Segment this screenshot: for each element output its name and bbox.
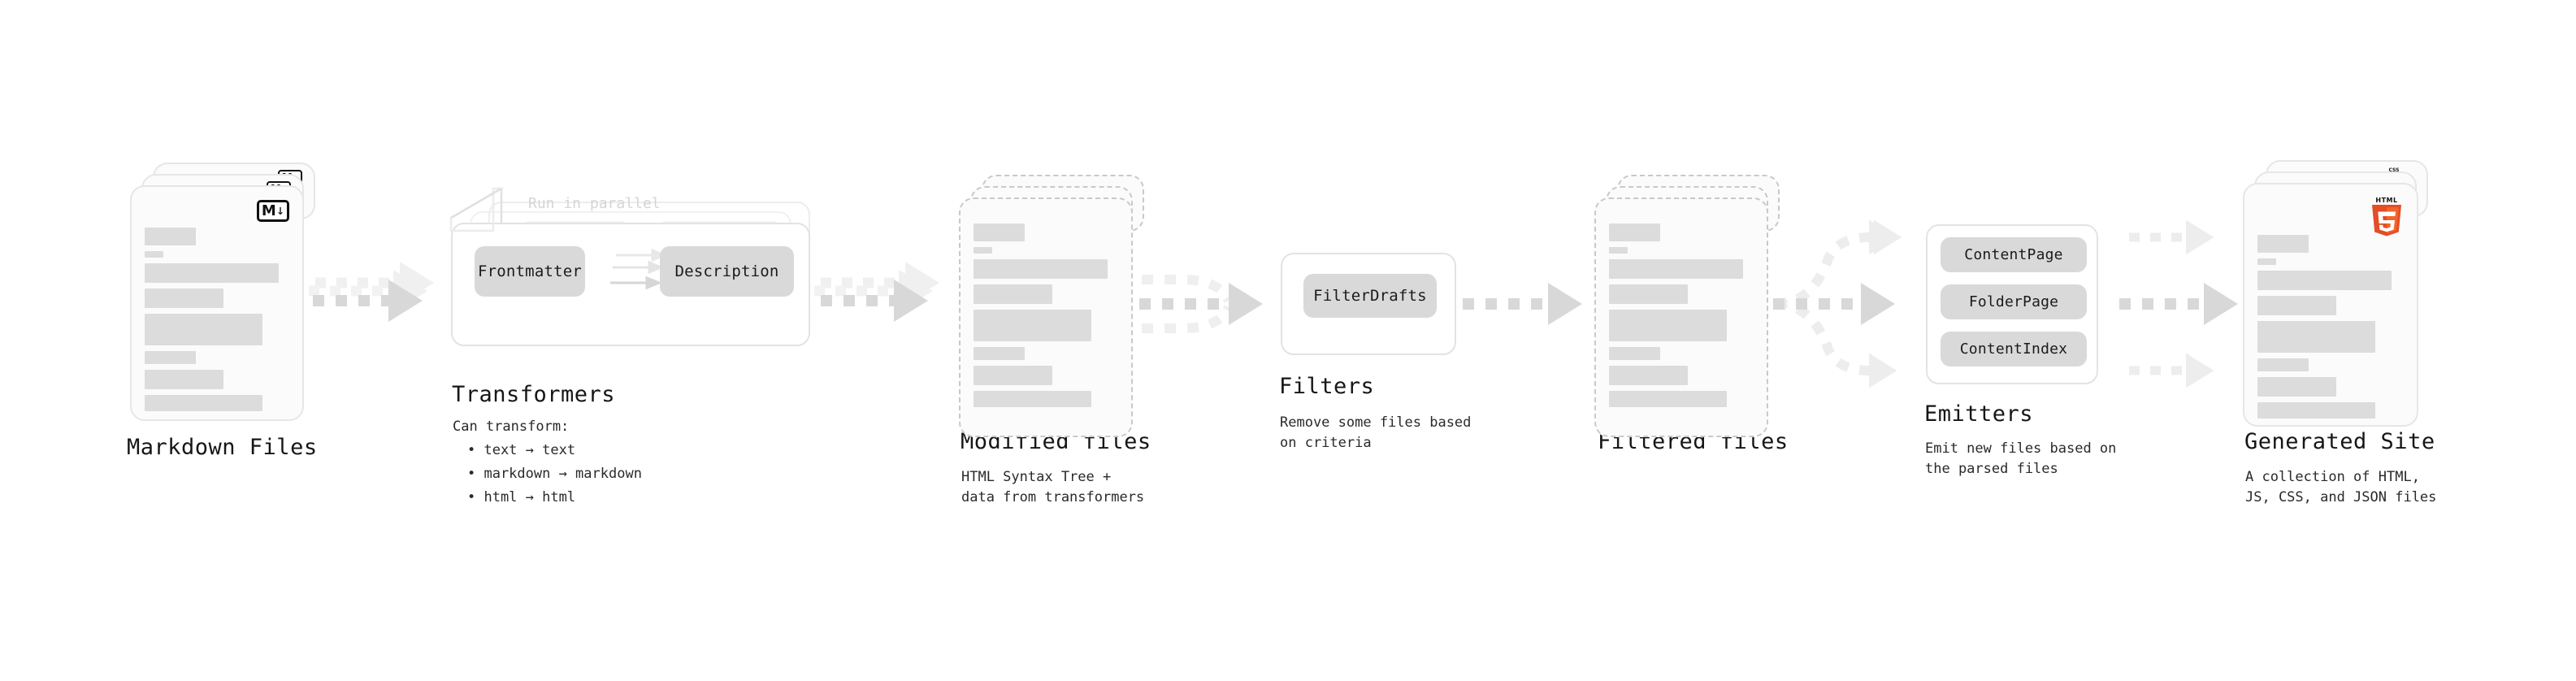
skeleton-bar	[145, 288, 223, 308]
transformers-bullet: • html → html	[467, 489, 576, 506]
arrow-transformers-to-modified	[814, 262, 939, 322]
emitters-description: Emit new files based on the parsed files	[1925, 440, 2117, 477]
skeleton-bar	[2257, 402, 2375, 419]
emitter-pill-folderpage[interactable]: FolderPage	[1941, 284, 2087, 319]
skeleton-bar	[1609, 259, 1743, 279]
markdown-badge-row: M↓	[145, 200, 289, 226]
skeleton-bar	[1609, 366, 1688, 385]
arrow-emitters-to-site	[2119, 219, 2238, 388]
skeleton-bar	[2257, 358, 2309, 371]
site-badge-row: HTML	[2257, 197, 2404, 236]
skeleton-bar	[974, 347, 1025, 360]
markdown-files-caption: Markdown Files	[127, 435, 318, 460]
skeleton-bar	[2257, 235, 2309, 253]
skeleton-bar	[2257, 321, 2375, 353]
transformers-inner-arrows	[610, 248, 667, 290]
skeleton-bar	[145, 228, 196, 245]
document-skeleton-lines	[974, 223, 1118, 407]
run-in-parallel-leader	[449, 187, 505, 232]
skeleton-bar	[974, 284, 1052, 304]
arrow-filters-to-filtered	[1463, 283, 1582, 325]
skeleton-bar	[1609, 223, 1660, 241]
skeleton-bar	[974, 223, 1025, 241]
modified-badge-row	[974, 212, 1118, 222]
skeleton-bar	[145, 351, 196, 364]
skeleton-bar	[1609, 391, 1727, 407]
skeleton-bar	[145, 395, 262, 411]
skeleton-bar	[145, 263, 279, 283]
transformers-bullet: • markdown → markdown	[467, 466, 642, 483]
emitters-box[interactable]: ContentPage FolderPage ContentIndex	[1926, 224, 2098, 384]
skeleton-bar	[2257, 258, 2276, 265]
filters-description: Remove some files based on criteria	[1280, 414, 1472, 451]
filter-pill-filterdrafts[interactable]: FilterDrafts	[1303, 274, 1437, 318]
transformers-description: Can transform:	[453, 419, 570, 435]
generated-site-card-stack: CSS HTML	[2243, 160, 2430, 436]
transformers-bullet-list: • text → text • markdown → markdown • ht…	[467, 439, 642, 510]
emitters-caption: Emitters	[1924, 401, 2034, 427]
skeleton-bar	[974, 310, 1091, 341]
filtered-files-card-stack	[1594, 175, 1780, 443]
transformers-group: Frontmatter Description	[449, 187, 825, 348]
filters-box[interactable]: FilterDrafts	[1281, 253, 1456, 355]
skeleton-bar	[2257, 271, 2392, 290]
skeleton-bar	[1609, 284, 1688, 304]
skeleton-bar	[2257, 377, 2336, 397]
emitter-pill-contentindex[interactable]: ContentIndex	[1941, 332, 2087, 367]
skeleton-bar	[974, 391, 1091, 407]
skeleton-bar	[974, 247, 992, 254]
document-skeleton-lines	[145, 228, 289, 411]
filtered-badge-row	[1609, 212, 1754, 222]
arrow-filtered-to-emitters	[1773, 219, 1902, 388]
modified-files-card-stack	[959, 175, 1144, 443]
markdown-files-card-stack: M↓ M↓ M↓	[130, 163, 315, 431]
generated-site-caption: Generated Site	[2244, 429, 2435, 454]
skeleton-bar	[145, 251, 163, 258]
arrow-modified-to-filters	[1139, 275, 1263, 333]
modified-files-description: HTML Syntax Tree + data from transformer…	[961, 469, 1145, 505]
skeleton-bar	[1609, 310, 1727, 341]
document-skeleton-lines	[2257, 235, 2404, 419]
run-in-parallel-note: Run in parallel	[528, 195, 661, 212]
emitter-pill-contentpage[interactable]: ContentPage	[1941, 237, 2087, 272]
filters-caption: Filters	[1279, 374, 1375, 399]
arrow-markdown-to-transformers	[309, 262, 434, 322]
filtered-sheet-front	[1594, 197, 1768, 437]
skeleton-bar	[974, 259, 1108, 279]
markdown-sheet-front: M↓	[130, 185, 304, 421]
skeleton-bar	[1609, 247, 1628, 254]
skeleton-bar	[974, 366, 1052, 385]
skeleton-bar	[145, 370, 223, 389]
site-sheet-front: HTML	[2243, 183, 2418, 427]
skeleton-bar	[145, 314, 262, 345]
skeleton-bar	[2257, 296, 2336, 315]
html5-icon: HTML	[2370, 197, 2404, 236]
transformer-pill-description[interactable]: Description	[660, 246, 794, 297]
transformers-caption: Transformers	[452, 382, 616, 407]
generated-site-description: A collection of HTML, JS, CSS, and JSON …	[2245, 469, 2437, 505]
document-skeleton-lines	[1609, 223, 1754, 407]
modified-sheet-front	[959, 197, 1133, 437]
markdown-icon: M↓	[257, 200, 289, 222]
transformer-pill-frontmatter[interactable]: Frontmatter	[475, 246, 585, 297]
transformers-bullet: • text → text	[467, 442, 576, 458]
skeleton-bar	[1609, 347, 1660, 360]
